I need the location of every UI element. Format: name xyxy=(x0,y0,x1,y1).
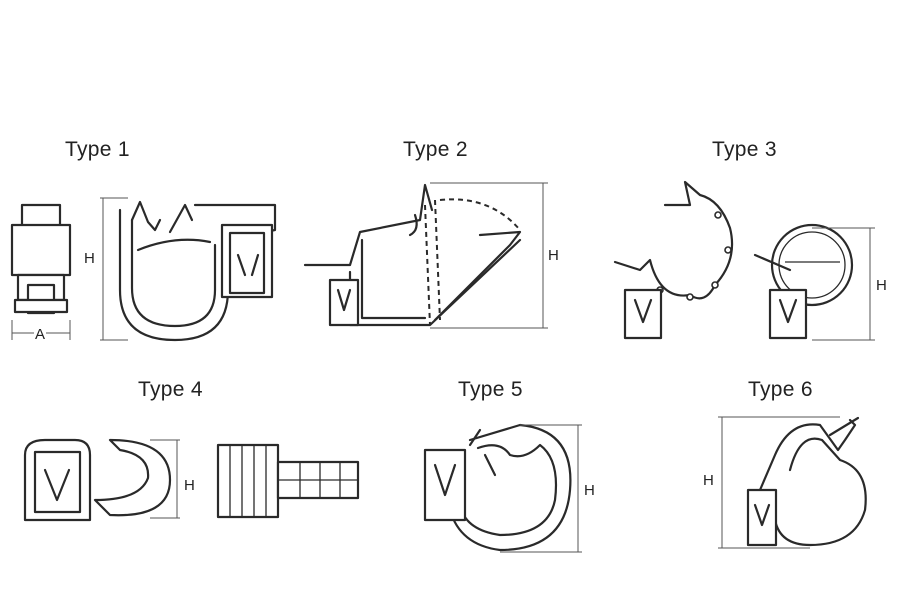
type1-title: Type 1 xyxy=(65,138,130,161)
type1-height-label: H xyxy=(84,250,95,267)
type3-title: Type 3 xyxy=(712,138,777,161)
type3-drawing xyxy=(613,180,875,341)
type5-drawing xyxy=(423,423,582,553)
type6-title: Type 6 xyxy=(748,378,813,401)
type3-height-label: H xyxy=(876,277,887,294)
type2-height-label: H xyxy=(548,247,559,264)
type4-drawing xyxy=(23,438,360,522)
type5-height-label: H xyxy=(584,482,595,499)
type1-width-label: A xyxy=(34,326,47,343)
type4-height-label: H xyxy=(184,477,195,494)
type4-title: Type 4 xyxy=(138,378,203,401)
type1-front-view xyxy=(100,197,277,342)
type6-drawing xyxy=(718,416,867,549)
type2-title: Type 2 xyxy=(403,138,468,161)
type2-drawing xyxy=(303,182,548,329)
type1-side-view xyxy=(10,203,72,340)
type5-title: Type 5 xyxy=(458,378,523,401)
type6-height-label: H xyxy=(703,472,714,489)
